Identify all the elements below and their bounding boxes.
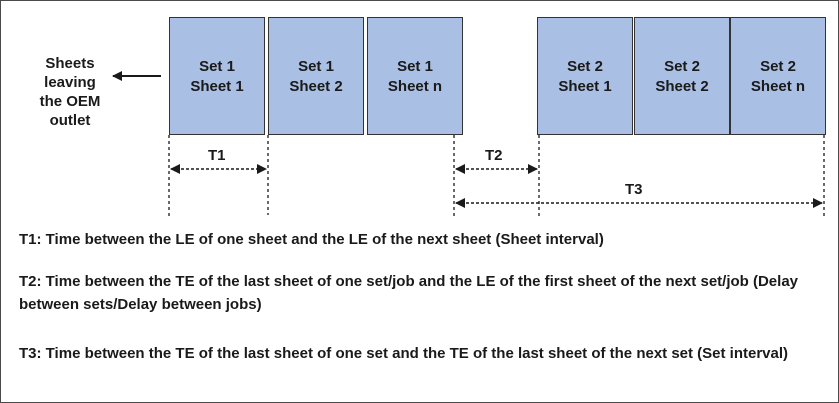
sheet-set-label: Set 2 xyxy=(567,58,603,75)
left-label-line: leaving xyxy=(44,74,96,91)
sheet-box-set2-sheet2: Set 2 Sheet 2 xyxy=(634,17,730,135)
t2-definition: T2: Time between the TE of the last shee… xyxy=(19,273,799,313)
sheets-leaving-label: Sheets leaving the OEM outlet xyxy=(25,54,115,130)
left-label-line: outlet xyxy=(49,112,91,129)
sheet-number-label: Sheet 2 xyxy=(655,78,709,95)
sheet-set-label: Set 1 xyxy=(298,58,334,75)
sheet-box-set2-sheetn: Set 2 Sheet n xyxy=(730,17,826,135)
sheet-number-label: Sheet 1 xyxy=(190,78,244,95)
sheet-box-set1-sheet1: Set 1 Sheet 1 xyxy=(169,17,265,135)
sheet-number-label: Sheet 1 xyxy=(558,78,612,95)
t3-definition: T3: Time between the TE of the last shee… xyxy=(19,345,789,362)
left-label-line: Sheets xyxy=(45,55,95,72)
sheet-set-label: Set 1 xyxy=(199,58,235,75)
sheet-set-label: Set 1 xyxy=(397,58,433,75)
sheet-box-set2-sheet1: Set 2 Sheet 1 xyxy=(537,17,633,135)
sheet-set-label: Set 2 xyxy=(664,58,700,75)
sheet-box-set1-sheetn: Set 1 Sheet n xyxy=(367,17,463,135)
t2-label: T2 xyxy=(485,147,503,164)
sheet-number-label: Sheet n xyxy=(750,78,806,95)
t3-label: T3 xyxy=(625,181,643,198)
t1-definition: T1: Time between the LE of one sheet and… xyxy=(19,231,604,248)
sheet-set-label: Set 2 xyxy=(760,58,796,75)
sheet-number-label: Sheet 2 xyxy=(289,78,343,95)
left-label-line: the OEM xyxy=(39,93,101,110)
sheet-box-set1-sheet2: Set 1 Sheet 2 xyxy=(268,17,364,135)
t1-label: T1 xyxy=(208,147,226,164)
sheet-number-label: Sheet n xyxy=(387,78,443,95)
